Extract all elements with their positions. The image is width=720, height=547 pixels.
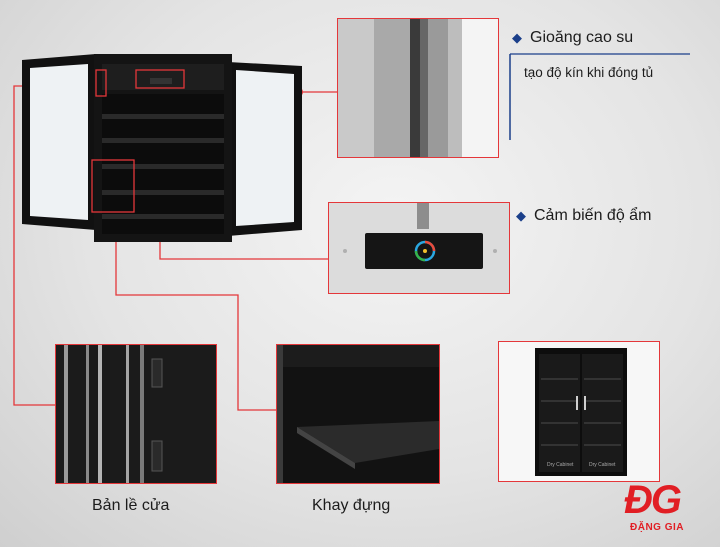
- diamond-icon: ◆: [512, 30, 522, 45]
- sensor-label: ◆ Cảm biến độ ẩm: [516, 207, 651, 225]
- gasket-subtitle: tạo độ kín khi đóng tủ: [524, 65, 654, 80]
- gasket-title: Gioăng cao su: [530, 29, 634, 46]
- closed-cabinet-image: Dry Cabinet Dry Cabinet: [498, 341, 660, 482]
- cabinet-small-text: Dry Cabinet: [547, 462, 574, 468]
- hinge-label: Bản lề cửa: [92, 497, 170, 514]
- tray-closeup: [276, 344, 440, 484]
- hinge-closeup: [55, 344, 217, 484]
- sensor-closeup: [328, 202, 510, 294]
- gasket-label: ◆ Gioăng cao su: [512, 29, 633, 47]
- dang-gia-logo: ĐG ĐẶNG GIA: [614, 480, 710, 540]
- gasket-closeup: [337, 18, 499, 158]
- tray-label: Khay đựng: [312, 497, 391, 514]
- sensor-title: Cảm biến độ ẩm: [534, 207, 652, 224]
- cabinet-small-text: Dry Cabinet: [589, 462, 616, 468]
- tray-connector: [115, 212, 278, 411]
- diamond-icon: ◆: [516, 208, 526, 223]
- logo-brand: ĐẶNG GIA: [630, 522, 684, 533]
- main-cabinet-image: [18, 52, 303, 247]
- logo-mark: ĐG: [624, 478, 682, 522]
